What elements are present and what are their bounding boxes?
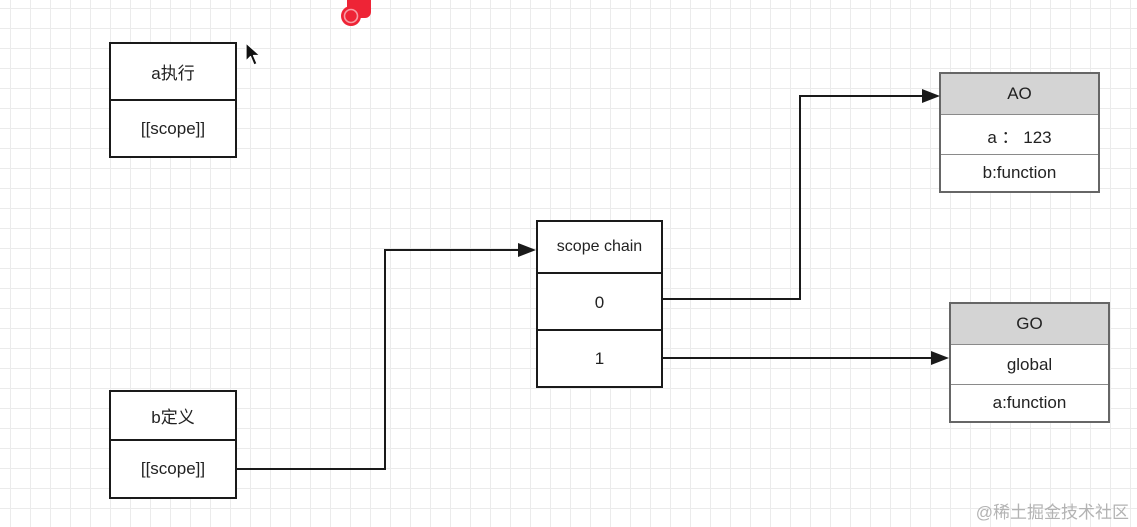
mouse-pointer-icon	[245, 42, 261, 66]
scope-chain-slot-0: 0	[538, 272, 661, 331]
a-exec-box: a执行 [[scope]]	[109, 42, 237, 158]
go-row-a: a:function	[951, 384, 1108, 421]
ao-row-b: b:function	[941, 154, 1098, 191]
scope-chain-title: scope chain	[556, 238, 643, 255]
ao-title: AO	[941, 74, 1098, 114]
watermark: @稀土掘金技术社区	[975, 503, 1129, 522]
arrowhead-scope-chain	[518, 243, 536, 257]
a-exec-title: a执行	[151, 64, 195, 83]
arrow-slot0-to-ao	[663, 95, 925, 300]
b-def-box: b定义 [[scope]]	[109, 390, 237, 499]
arrow-b-scope-to-scope-chain	[237, 249, 521, 470]
ao-box: AO a ： 123 b:function	[939, 72, 1100, 193]
b-def-title: b定义	[151, 408, 195, 427]
ao-row-a: a ： 123	[941, 114, 1098, 155]
arrowhead-ao	[922, 89, 940, 103]
b-def-scope: [[scope]]	[111, 439, 235, 497]
arrowhead-go	[931, 351, 949, 365]
a-exec-scope: [[scope]]	[111, 99, 235, 156]
go-row-global: global	[951, 344, 1108, 385]
go-title: GO	[951, 304, 1108, 344]
scope-chain-slot-1: 1	[538, 329, 661, 386]
go-box: GO global a:function	[949, 302, 1110, 423]
record-marker-icon	[341, 0, 371, 26]
scope-chain-box: scope chain 0 1	[536, 220, 663, 388]
